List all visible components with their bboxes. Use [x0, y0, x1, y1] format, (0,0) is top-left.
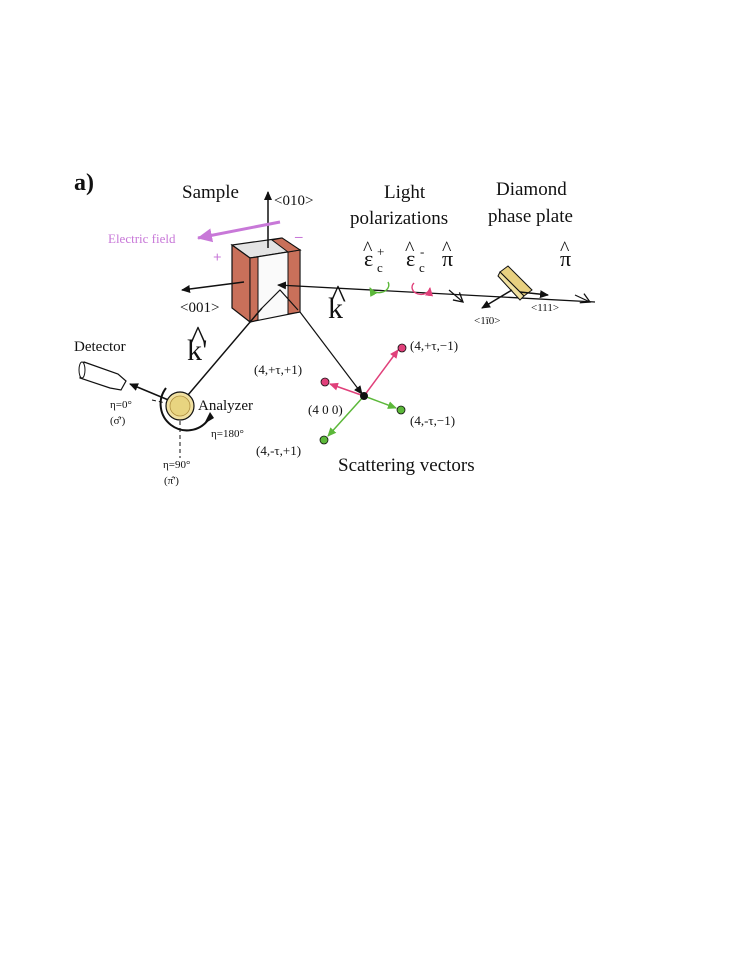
plate-title-line2: phase plate — [488, 206, 573, 227]
axis-111-arrow — [519, 290, 549, 299]
internal-beam-path — [261, 289, 299, 311]
axis-111-label: <111> — [531, 302, 559, 314]
electric-field-label: Electric field — [108, 231, 176, 246]
pi-out-hat: ^ — [560, 238, 570, 260]
pi-in-polarization-arrow — [448, 289, 465, 303]
detector-label: Detector — [74, 339, 126, 355]
pi-out-symbol: π — [560, 246, 571, 271]
light-title-line1: Light — [384, 182, 426, 203]
sample-crystal — [230, 237, 302, 324]
axis-1m10-label: <1ī0> — [474, 315, 500, 327]
eta180-label: η=180° — [211, 428, 244, 440]
scattering-vectors — [319, 343, 407, 445]
sigma-prime-label: (σ̂') — [110, 415, 126, 427]
eta0-label: η=0° — [110, 399, 132, 411]
pi-in-hat: ^ — [442, 238, 452, 260]
analyzer-label: Analyzer — [198, 398, 253, 414]
light-title-line2: polarizations — [350, 208, 448, 229]
scattered-beam — [181, 307, 263, 403]
electrode-plus: + — [213, 250, 222, 266]
eps-plus-sub: c — [377, 260, 383, 275]
point-4-pt-p1 — [320, 377, 330, 387]
k-label: k — [328, 292, 343, 325]
eps-plus-sup: + — [377, 244, 384, 259]
eta-rotation-arc — [159, 387, 209, 432]
analyzer-crystal — [165, 391, 195, 421]
pi-prime-label: (π̂') — [164, 475, 179, 487]
vector-4-pt-m1 — [363, 349, 399, 397]
label-4-mt-p1: (4,-τ,+1) — [256, 443, 301, 458]
eps-minus-sup: - — [420, 244, 424, 259]
eps-minus-symbol: ε — [406, 246, 415, 271]
electrode-minus: – — [294, 229, 303, 245]
panel-label: a) — [74, 170, 94, 196]
point-4-pt-m1 — [397, 343, 407, 353]
diamond-phase-plate — [497, 265, 533, 301]
eta90-label: η=90° — [163, 459, 190, 471]
incident-beam — [277, 281, 596, 303]
k-prime-hat: ^ — [190, 320, 206, 357]
scattering-vectors-title: Scattering vectors — [338, 455, 475, 476]
label-4-pt-p1: (4,+τ,+1) — [254, 362, 302, 377]
k-prime-label: k' — [187, 334, 207, 367]
eta-rotation-arrowhead — [204, 412, 214, 424]
eps-plus-symbol: ε — [364, 246, 373, 271]
label-center: (4 0 0) — [308, 402, 343, 417]
eps-minus-rotation-icon — [411, 282, 434, 297]
axis-001-arrow — [181, 281, 245, 293]
axis-1m10-arrow — [481, 289, 513, 309]
vector-4-mt-m1 — [363, 395, 397, 409]
eps-minus-sub: c — [419, 260, 425, 275]
vector-4-mt-p1 — [327, 395, 365, 437]
point-4-mt-p1 — [319, 435, 329, 445]
scattering-vector-arrow — [299, 311, 363, 395]
detector-icon — [78, 361, 127, 391]
point-4-mt-m1 — [396, 405, 406, 415]
vector-4-pt-p1 — [329, 382, 365, 397]
origin-point — [360, 392, 368, 400]
axis-001-label: <001> — [180, 300, 219, 316]
pi-in-symbol: π — [442, 246, 453, 271]
plate-title-line1: Diamond — [496, 179, 567, 200]
sample-title: Sample — [182, 182, 239, 203]
eps-plus-hat: ^ — [363, 238, 373, 260]
label-4-mt-m1: (4,-τ,−1) — [410, 413, 455, 428]
axis-010-label: <010> — [274, 193, 313, 209]
pi-out-polarization-arrow — [574, 293, 592, 304]
eps-minus-hat: ^ — [405, 238, 415, 260]
eps-plus-rotation-icon — [369, 281, 390, 297]
label-4-pt-m1: (4,+τ,−1) — [410, 338, 458, 353]
electric-field-arrow — [197, 220, 281, 243]
k-hat-symbol: ^ — [330, 279, 346, 316]
